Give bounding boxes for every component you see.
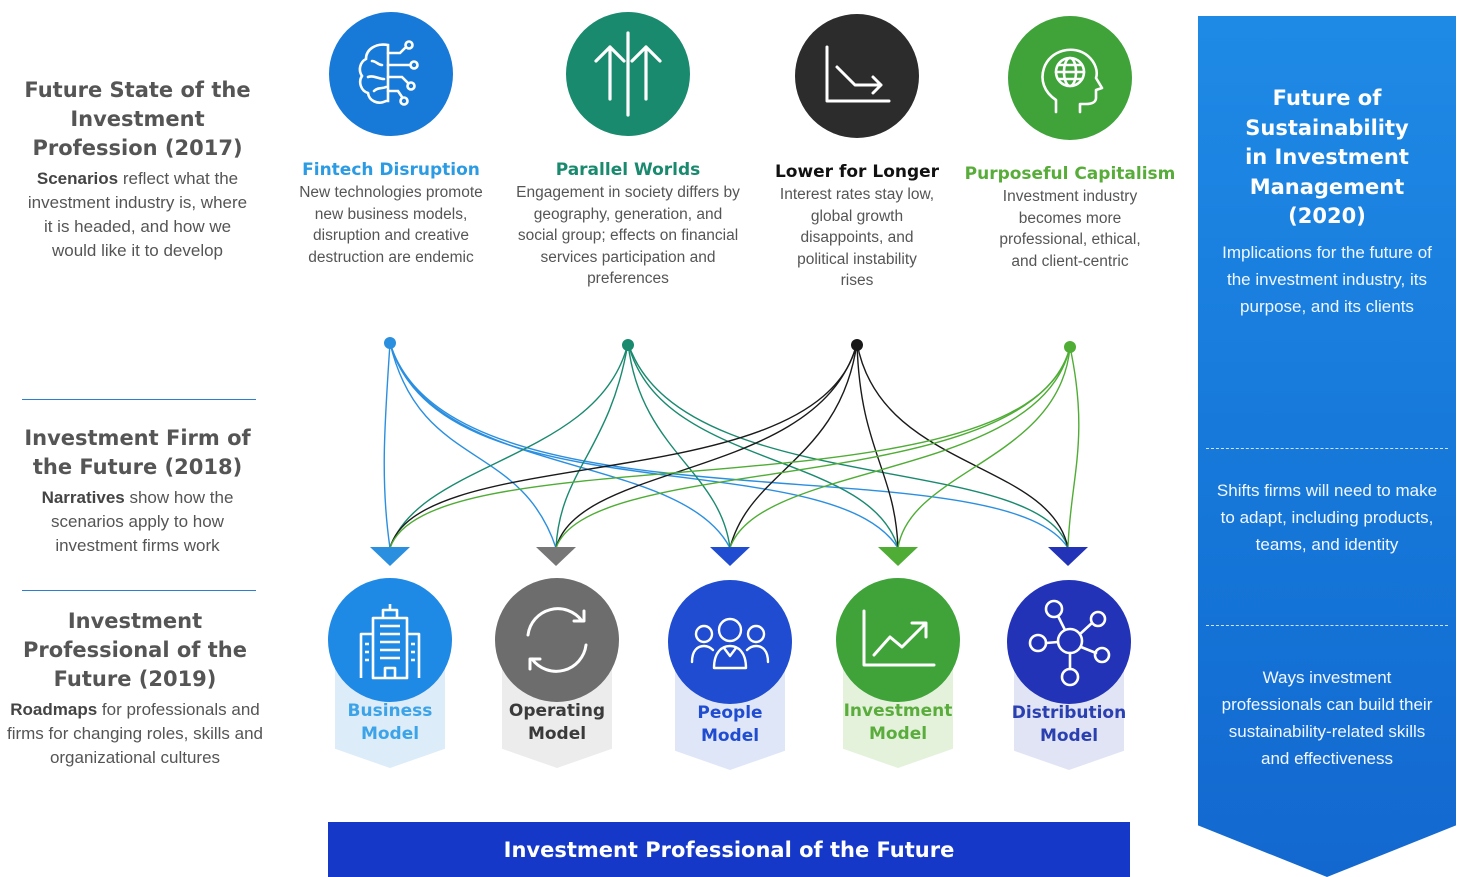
panel-item-implications: Implications for the future of the inves…	[1222, 243, 1432, 316]
scenario-title: Lower for Longer	[774, 162, 940, 182]
section-text: show how the scenarios apply to how inve…	[51, 488, 234, 555]
section-description: Roadmaps for professionals and firms for…	[4, 698, 266, 770]
model-circle	[836, 578, 960, 702]
connector-fintech-investment	[389, 342, 899, 549]
connector-lower-business	[389, 342, 858, 549]
model-label: Operating Model	[508, 701, 606, 744]
globe-head-icon	[1041, 48, 1104, 114]
section-future-state: Future State of the Investment Professio…	[10, 76, 265, 263]
origin-dot-purposeful	[1064, 341, 1076, 353]
model-label: People Model	[697, 703, 763, 746]
scenario-title: Fintech Disruption	[302, 160, 480, 180]
connector-purposeful-business	[389, 346, 1071, 549]
model-circle	[1007, 580, 1131, 704]
connector-fintech-distribution	[389, 342, 1069, 549]
building-icon	[359, 604, 421, 680]
parallel-arrows-icon	[594, 31, 662, 117]
arrowhead-operating	[536, 547, 576, 566]
panel-item-shifts: Shifts firms will need to make to adapt,…	[1216, 481, 1438, 554]
model-label: Investment Model	[843, 701, 953, 744]
panel-title: Future of Sustainability in Investment M…	[1245, 86, 1409, 228]
connector-purposeful-people	[729, 346, 1071, 549]
connector-parallel-distribution	[627, 342, 1069, 549]
arrowhead-business	[370, 547, 410, 566]
scenario-circle	[566, 12, 690, 136]
section-title: Investment Firm of the Future (2018)	[24, 426, 251, 479]
scenario-title: Parallel Worlds	[555, 160, 701, 180]
section-text: for professionals and firms for changing…	[6, 700, 264, 767]
panel-item-ways: Ways investment professionals can build …	[1221, 668, 1433, 768]
model-operating: Operating Model	[495, 578, 619, 768]
section-keyword: Scenarios	[36, 169, 119, 188]
origin-dot-fintech	[384, 337, 396, 349]
model-distribution: Distribution Model	[1007, 580, 1131, 770]
model-business: Business Model	[328, 578, 452, 768]
scenario-title: Purposeful Capitalism	[964, 164, 1176, 184]
section-title: Future State of the Investment Professio…	[24, 78, 251, 160]
scenario-fintech-disruption: Fintech Disruption New technologies prom…	[291, 12, 491, 268]
arrowhead-investment	[878, 547, 918, 566]
model-investment: Investment Model	[836, 578, 960, 768]
scenario-description: New technologies promote new business mo…	[299, 184, 483, 266]
section-firm-of-future: Investment Firm of the Future (2018) Nar…	[10, 424, 265, 558]
section-keyword: Roadmaps	[10, 700, 98, 719]
scenario-circle	[1008, 16, 1132, 140]
section-description: Narratives show how the scenarios apply …	[10, 486, 265, 558]
bottom-banner: Investment Professional of the Future	[328, 822, 1130, 877]
model-circle	[328, 578, 452, 702]
connector-parallel-operating	[555, 342, 629, 549]
connector-fintech-business	[383, 342, 391, 549]
connector-fintech-people	[389, 342, 731, 549]
section-divider	[22, 590, 256, 591]
section-description: Scenarios reflect what the investment in…	[10, 167, 265, 263]
scenario-lower-for-longer: Lower for Longer Interest rates stay low…	[757, 14, 957, 292]
scenario-description: Investment industry becomes more profess…	[999, 188, 1141, 270]
origin-dot-lower	[851, 339, 863, 351]
network-hub-icon	[1028, 599, 1111, 687]
declining-chart-icon	[825, 45, 891, 103]
connector-fintech-operating	[389, 342, 557, 549]
growth-chart-icon	[862, 609, 936, 667]
connector-lower-distribution	[856, 342, 1069, 549]
scenario-description: Interest rates stay low, global growth d…	[779, 186, 935, 289]
model-label: Business Model	[347, 701, 433, 744]
connector-purposeful-distribution	[1067, 346, 1080, 549]
connector-parallel-people	[627, 342, 731, 549]
scenario-parallel-worlds: Parallel Worlds Engagement in society di…	[505, 12, 751, 290]
sustainability-chevron-panel: Future of Sustainability in Investment M…	[1198, 16, 1456, 877]
origin-dot-parallel	[622, 339, 634, 351]
arrowhead-distribution	[1048, 547, 1088, 566]
connector-purposeful-investment	[897, 346, 1071, 549]
brain-circuit-icon	[358, 40, 419, 106]
scenario-description: Engagement in society differs by geograp…	[516, 184, 740, 287]
section-text: reflect what the investment industry is,…	[27, 169, 248, 260]
scenario-circle	[795, 14, 919, 138]
model-circle	[668, 580, 792, 704]
model-circle	[495, 578, 619, 702]
scenario-circle	[329, 12, 453, 136]
section-divider	[22, 399, 256, 400]
people-group-icon	[690, 617, 770, 670]
model-people: People Model	[668, 580, 792, 770]
connector-lower-operating	[555, 342, 858, 549]
scenario-purposeful-capitalism: Purposeful Capitalism Investment industr…	[960, 16, 1180, 272]
connector-lower-people	[729, 342, 858, 549]
arrowhead-people	[710, 547, 750, 566]
section-keyword: Narratives	[41, 488, 125, 507]
model-label: Distribution Model	[1011, 703, 1127, 746]
cycle-arrows-icon	[526, 607, 588, 673]
connector-parallel-business	[389, 342, 629, 549]
connector-parallel-investment	[627, 342, 899, 549]
section-title: Investment Professional of the Future (2…	[23, 609, 247, 691]
panel-divider	[1206, 625, 1448, 626]
panel-divider	[1206, 448, 1448, 449]
section-professional-of-future: Investment Professional of the Future (2…	[4, 607, 266, 770]
connector-purposeful-operating	[555, 346, 1071, 549]
